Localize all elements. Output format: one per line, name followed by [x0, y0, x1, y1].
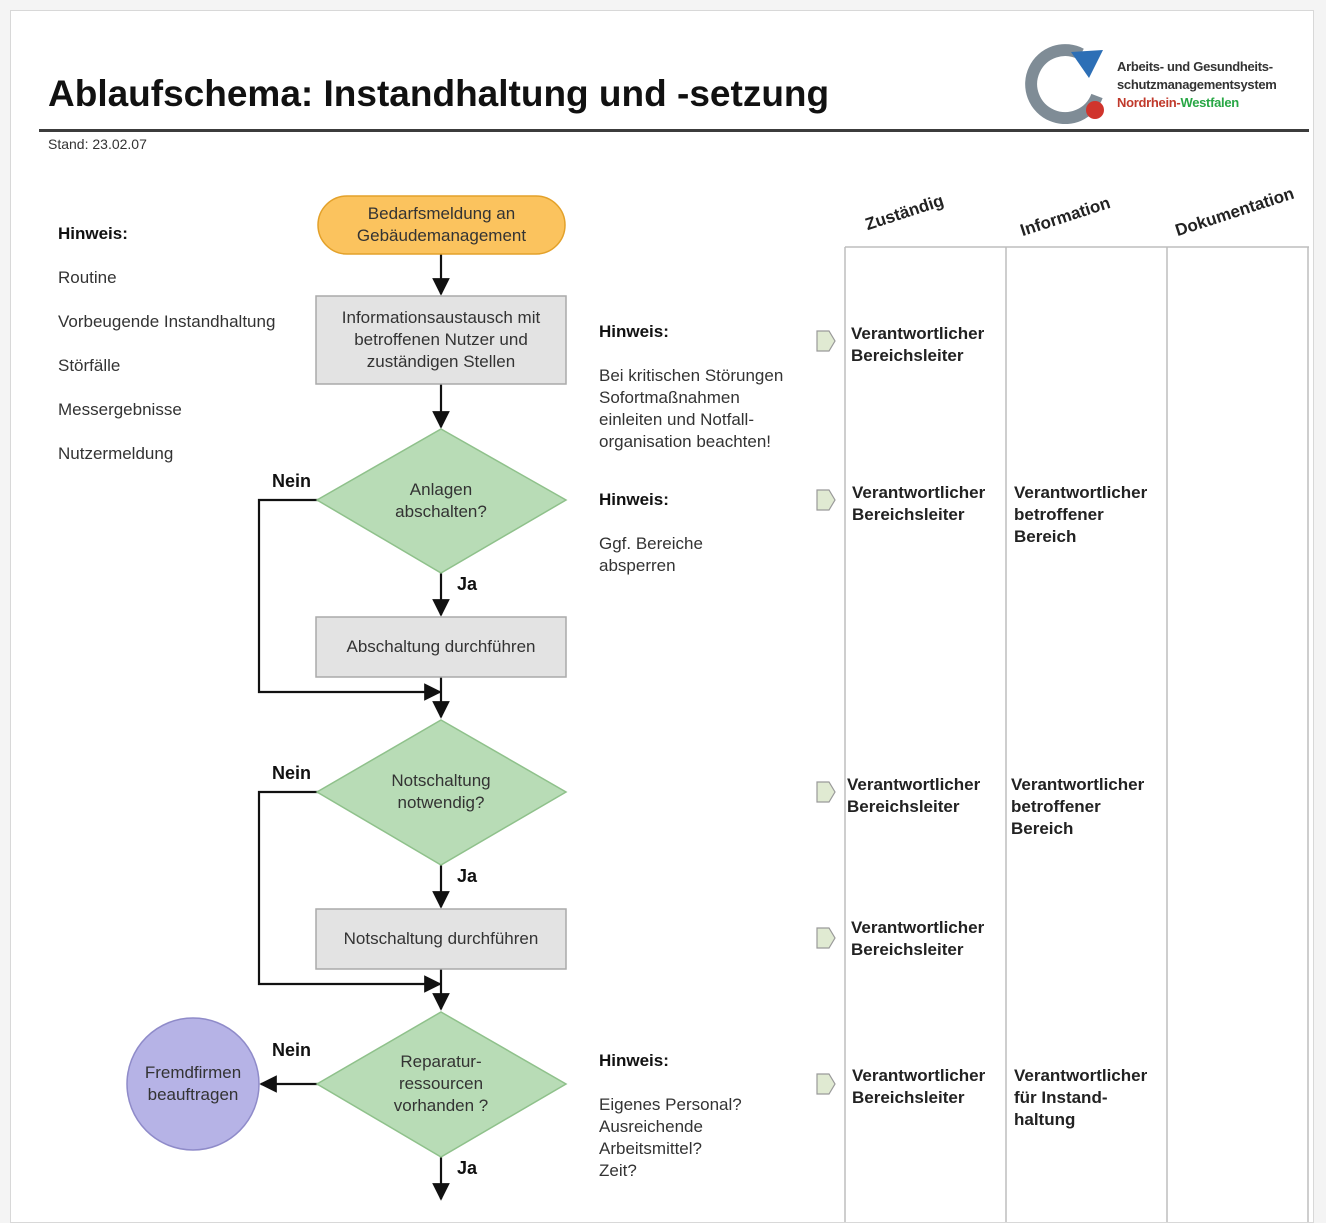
decision-reparaturressourcen — [315, 1011, 568, 1158]
hint-note-critical: Hinweis: Bei kritischen Störungen Sofort… — [599, 299, 783, 453]
external-fremdfirmen-node — [126, 1017, 260, 1151]
hint-note-resources: Hinweis: Eigenes Personal? Ausreichende … — [599, 1028, 742, 1182]
hint-heading: Hinweis: — [599, 490, 669, 509]
page-title: Ablaufschema: Instandhaltung und -setzun… — [48, 73, 830, 114]
connectors — [257, 254, 450, 1201]
branch-ja-label: Ja — [457, 574, 478, 594]
decision1-label: Anlagen abschalten? — [395, 480, 487, 521]
logo-dot-icon — [1086, 101, 1104, 119]
org-nrw-part1: Nordrhein- — [1117, 95, 1181, 110]
arrow-decision2-nein — [257, 790, 442, 993]
responsible-entry: Verantwortlicher Bereichsleiter — [851, 324, 985, 365]
branch-nein-label: Nein — [272, 763, 312, 783]
hint-heading: Hinweis: — [599, 1051, 669, 1070]
left-note-item: Störfälle — [58, 356, 121, 375]
process-abschaltung — [315, 616, 567, 678]
left-note-item: Routine — [58, 268, 117, 287]
branch-ja-label: Ja — [457, 866, 478, 886]
pointer-arrow-icon — [816, 330, 836, 352]
pointer-arrow-icon — [816, 1073, 836, 1095]
responsible-entry: Verantwortlicher Bereichsleiter — [852, 1066, 986, 1107]
left-note-item: Nutzermeldung — [58, 444, 174, 463]
start-node — [317, 195, 566, 255]
org-line-2: schutzmanagementsystem — [1117, 77, 1277, 92]
info-exchange-label: Informationsaustausch mit betroffenen Nu… — [341, 308, 541, 371]
left-note: Hinweis: Routine Vorbeugende Instandhalt… — [58, 201, 275, 487]
left-note-item: Vorbeugende Instandhaltung — [58, 312, 276, 331]
org-line-1: Arbeits- und Gesundheits- — [1117, 59, 1273, 74]
responsible-entry: Verantwortlicher Bereichsleiter — [847, 775, 981, 816]
left-note-heading: Hinweis: — [58, 224, 128, 243]
document-page: Ablaufschema: Instandhaltung und -setzun… — [10, 10, 1314, 1223]
org-line-3: Nordrhein-Westfalen — [1117, 94, 1277, 112]
hint-text: Bei kritischen Störungen Sofortmaßnahmen… — [599, 366, 784, 451]
start-node-label: Bedarfsmeldung an Gebäudemanagement — [356, 204, 527, 245]
branch-ja-label: Ja — [457, 1158, 478, 1178]
notschaltung-label: Notschaltung durchführen — [343, 929, 539, 948]
abschaltung-label: Abschaltung durchführen — [346, 637, 536, 656]
pointer-arrows — [816, 330, 836, 1095]
pointer-arrow-icon — [816, 489, 836, 511]
branch-nein-label: Nein — [272, 471, 312, 491]
responsibility-table-grid — [844, 246, 1309, 1222]
responsible-entry: Verantwortlicher Bereichsleiter — [851, 918, 985, 959]
responsible-entry: Verantwortlicher Bereichsleiter — [852, 483, 986, 524]
process-notschaltung — [315, 908, 567, 970]
hint-text: Ggf. Bereiche absperren — [599, 534, 703, 575]
pointer-arrow-icon — [816, 927, 836, 949]
left-note-item: Messergebnisse — [58, 400, 182, 419]
process-info-exchange — [315, 295, 567, 385]
decision3-label: Reparatur- ressourcen vorhanden ? — [393, 1052, 489, 1115]
stand-date: Stand: 23.02.07 — [48, 136, 147, 152]
arrow-decision1-nein — [257, 498, 442, 701]
hint-note-absperren: Hinweis: Ggf. Bereiche absperren — [599, 467, 703, 577]
branch-nein-label: Nein — [272, 1040, 312, 1060]
logo-text: AGM — [1045, 75, 1077, 91]
hint-heading: Hinweis: — [599, 322, 669, 341]
flowchart — [126, 195, 1309, 1222]
org-name: Arbeits- und Gesundheits- schutzmanageme… — [1117, 58, 1277, 112]
information-entry: Verantwortlicher betroffener Bereich — [1014, 483, 1148, 546]
decision-anlagen-abschalten — [315, 428, 568, 574]
decision2-label: Notschaltung notwendig? — [391, 771, 491, 812]
header-rule — [39, 129, 1309, 132]
org-nrw-part2: Westfalen — [1180, 95, 1239, 110]
logo-triangle-icon — [1071, 50, 1103, 78]
pointer-arrow-icon — [816, 781, 836, 803]
information-entry: Verantwortlicher für Instand- haltung — [1014, 1066, 1148, 1129]
logo-ring-icon — [1025, 44, 1103, 124]
agm-logo: AGM — [1025, 44, 1104, 124]
external-node-label: Fremdfirmen beauftragen — [144, 1063, 242, 1104]
decision-notschaltung — [315, 719, 568, 866]
information-entry: Verantwortlicher betroffener Bereich — [1011, 775, 1145, 838]
hint-text: Eigenes Personal? Ausreichende Arbeitsmi… — [599, 1095, 742, 1180]
